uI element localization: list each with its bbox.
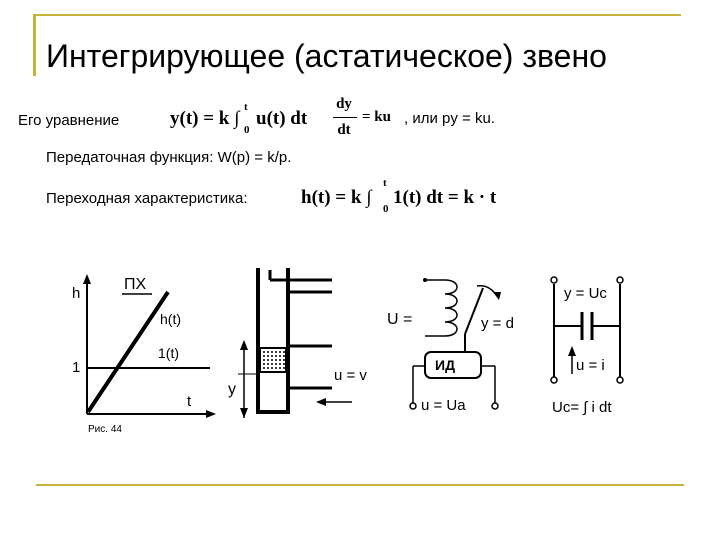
motor-label: ИД [435, 357, 455, 373]
graph-ramp-line [86, 290, 170, 414]
graph-y-label: h [72, 285, 80, 302]
graph-x-label: t [187, 393, 192, 410]
transient-graph: ПХ h t h(t) 1(t) 1 Рис. 44 [72, 274, 216, 435]
equation-integral: y(t) = k ∫ [170, 108, 240, 129]
graph-curve-step-label: 1(t) [158, 345, 179, 361]
motor-right-terminal-icon [491, 402, 499, 410]
capacitor-bottom-left-terminal-icon [550, 376, 558, 384]
capacitor-formula: Uc= ∫ i dt [552, 399, 612, 416]
transient-label: Переходная характеристика: [46, 190, 248, 207]
equation-alternative: , или py = ku. [404, 110, 495, 127]
tank-diagram: y u = v [228, 268, 367, 418]
transient-formula-rest: 1(t) dt = k · t [393, 187, 497, 208]
capacitor-bottom-right-terminal-icon [616, 376, 624, 384]
graph-x-arrow-icon [206, 410, 216, 418]
capacitor-top-label: y = Uc [564, 285, 607, 302]
motor-arc-arrow-icon [493, 292, 501, 300]
graph-level-label: 1 [72, 359, 80, 376]
equation-integrand: u(t) dt [256, 108, 308, 129]
derivative-rhs: = ku [362, 109, 391, 125]
derivative-denominator: dt [337, 122, 351, 138]
capacitor-current-arrow-icon [568, 346, 576, 356]
motor-needle [464, 287, 484, 335]
transient-integral-upper: t [383, 177, 387, 189]
graph-header: ПХ [124, 276, 147, 293]
equation-integral-upper: t [244, 101, 248, 113]
motor-left-terminal-icon [409, 402, 417, 410]
frame-top-rule [33, 14, 681, 16]
motor-top-terminal-icon [423, 278, 427, 282]
graph-curve-h-label: h(t) [160, 311, 181, 327]
motor-diagram: U = y = d ИД u = Ua [387, 278, 514, 414]
capacitor-top-left-terminal-icon [550, 276, 558, 284]
graph-caption: Рис. 44 [88, 424, 122, 435]
tank-level-arrow-down-icon [240, 408, 248, 418]
frame-vertical-rule [33, 14, 36, 76]
transient-integral-lower: 0 [383, 203, 389, 215]
tank-level-arrow-up-icon [240, 340, 248, 350]
tank-liquid [259, 347, 287, 373]
motor-angle-label: y = d [481, 315, 514, 332]
graph-y-arrow-icon [83, 274, 91, 284]
motor-body [424, 351, 482, 379]
slide-title: Интегрирующее (астатическое) звено [46, 38, 607, 74]
derivative-numerator: dy [336, 96, 352, 112]
capacitor-diagram: y = Uc u = i Uc= ∫ i dt [550, 276, 624, 416]
equation-label: Его уравнение [18, 112, 120, 129]
equation-integral-lower: 0 [244, 124, 250, 136]
transfer-function: Передаточная функция: W(p) = k/p. [46, 149, 292, 166]
derivative-fraction-bar [333, 117, 357, 118]
capacitor-current-label: u = i [576, 357, 605, 374]
frame-bottom-rule [36, 484, 684, 486]
tank-level-label: y [228, 381, 236, 398]
motor-armature-label: u = Ua [421, 397, 466, 414]
motor-coil-icon [444, 279, 458, 337]
tank-flow-label: u = v [334, 367, 367, 384]
motor-voltage-label: U = [387, 311, 412, 328]
transient-formula-lhs: h(t) = k ∫ [301, 187, 372, 208]
tank-flow-arrow-icon [316, 398, 326, 406]
capacitor-top-right-terminal-icon [616, 276, 624, 284]
